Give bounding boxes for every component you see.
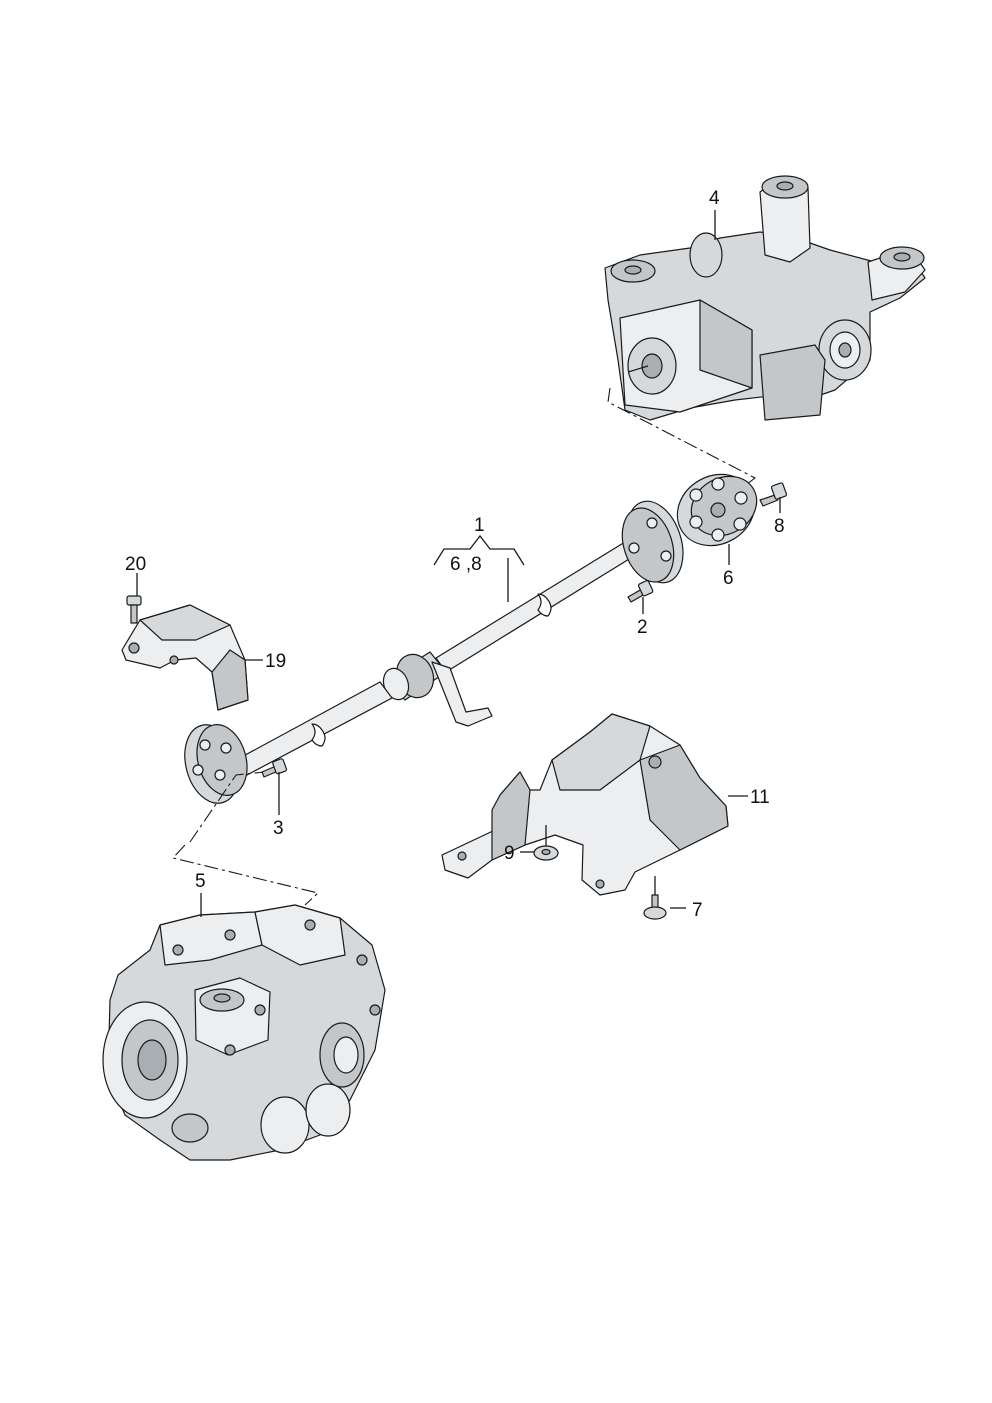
leader-lines (136, 210, 781, 917)
gearbox (102, 904, 386, 1161)
callout-20: 20 (125, 554, 146, 575)
callout-3: 3 (273, 818, 284, 839)
propshaft (184, 500, 684, 804)
bolt-3 (261, 758, 288, 778)
callout-19: 19 (265, 651, 286, 672)
alignment-line-front (171, 844, 320, 906)
callout-9: 9 (504, 843, 515, 864)
nut-9 (533, 845, 559, 861)
callout-6-8: 6 ,8 (450, 554, 482, 575)
bolt-7 (643, 894, 667, 920)
callout-2: 2 (637, 617, 648, 638)
callout-7: 7 (692, 900, 703, 921)
callout-6: 6 (723, 568, 734, 589)
flexible-joint (676, 473, 758, 547)
callout-11: 11 (750, 787, 770, 808)
alignment-line-front-joint (189, 771, 266, 843)
rear-final-drive (604, 175, 926, 421)
heat-shield-11 (441, 713, 729, 896)
bolt-2 (627, 580, 654, 603)
heat-shield-19 (121, 604, 249, 711)
bolt-20 (126, 595, 142, 624)
alignment-line-rear (607, 387, 757, 492)
callout-4: 4 (709, 188, 720, 209)
callout-5: 5 (195, 871, 206, 892)
bolt-8 (759, 482, 788, 507)
callout-8: 8 (774, 516, 785, 537)
callout-1: 1 (474, 515, 485, 536)
